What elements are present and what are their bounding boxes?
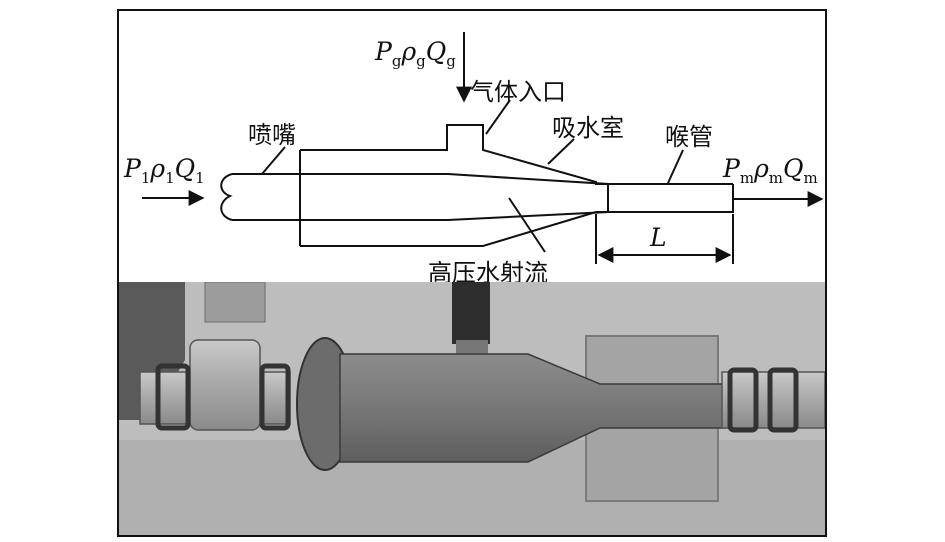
right-coupling [721, 371, 825, 429]
pipe-break-symbol [220, 173, 233, 221]
mid-clamp [259, 363, 291, 431]
suction-chamber-body [299, 124, 734, 247]
throat-leader [667, 149, 684, 184]
gas-inlet-params-label: PgρgQg [374, 37, 456, 70]
right-clamp-2 [767, 367, 799, 433]
mount-plate-top [204, 282, 266, 323]
gas-inlet-label: 气体入口 [470, 78, 566, 106]
nozzle-leader [261, 146, 286, 175]
left-clamp [155, 363, 191, 431]
outlet-params-label: PmρmQm [722, 154, 818, 187]
nozzle-pipe [232, 173, 300, 221]
inlet-params-label: P1ρ1Q1 [123, 154, 205, 187]
valve-body [189, 339, 261, 431]
gas-inlet-leader [485, 99, 511, 135]
length-label: L [649, 223, 667, 252]
nozzle-cone [300, 173, 609, 221]
right-clamp-1 [727, 367, 759, 433]
jet-leader [508, 197, 546, 253]
device-photo [119, 282, 825, 535]
nozzle-label: 喷嘴 [248, 121, 296, 149]
suction-chamber-leader [547, 138, 575, 165]
gas-inlet-tube [452, 282, 490, 344]
suction-chamber-label: 吸水室 [552, 114, 624, 142]
throat-label: 喉管 [665, 123, 713, 151]
schematic-diagram [142, 32, 824, 264]
